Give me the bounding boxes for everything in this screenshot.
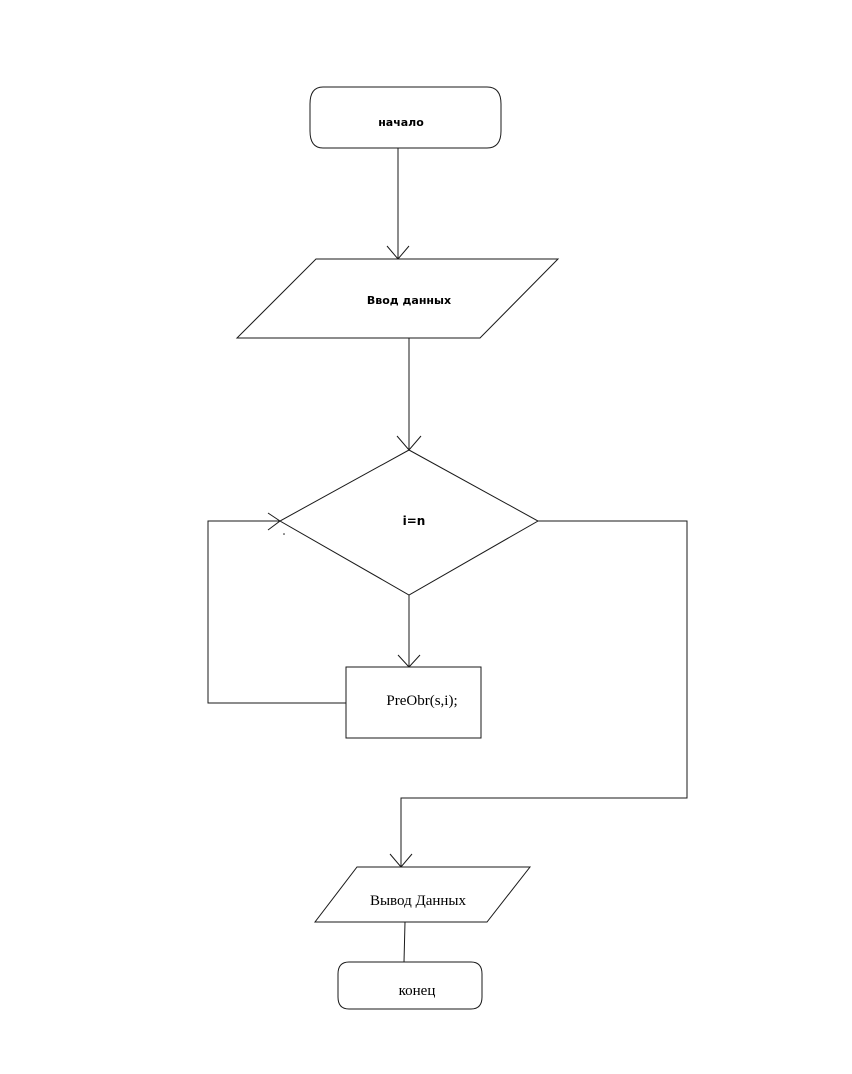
start-label: начало [378,116,424,129]
condition-label: i=n [403,514,426,528]
arrowhead-icon [267,512,281,531]
input-parallelogram: Ввод данных [235,258,560,339]
connector-decision-to-process [397,595,421,668]
output-parallelogram: Вывод Данных [313,866,532,923]
input-label: Ввод данных [367,294,451,307]
end-label: конец [399,983,436,999]
connector-input-to-decision [396,338,422,451]
start-terminator: начало [309,86,502,149]
connector-loop-back [207,512,346,704]
output-label: Вывод Данных [370,893,467,909]
decision-diamond: i=n [278,449,540,596]
connector-start-to-input [386,148,410,260]
process-label: PreObr(s,i); [386,693,457,709]
end-terminator: конец [337,961,483,1010]
process-box: PreObr(s,i); [345,666,482,739]
connector-output-to-end [403,921,406,963]
